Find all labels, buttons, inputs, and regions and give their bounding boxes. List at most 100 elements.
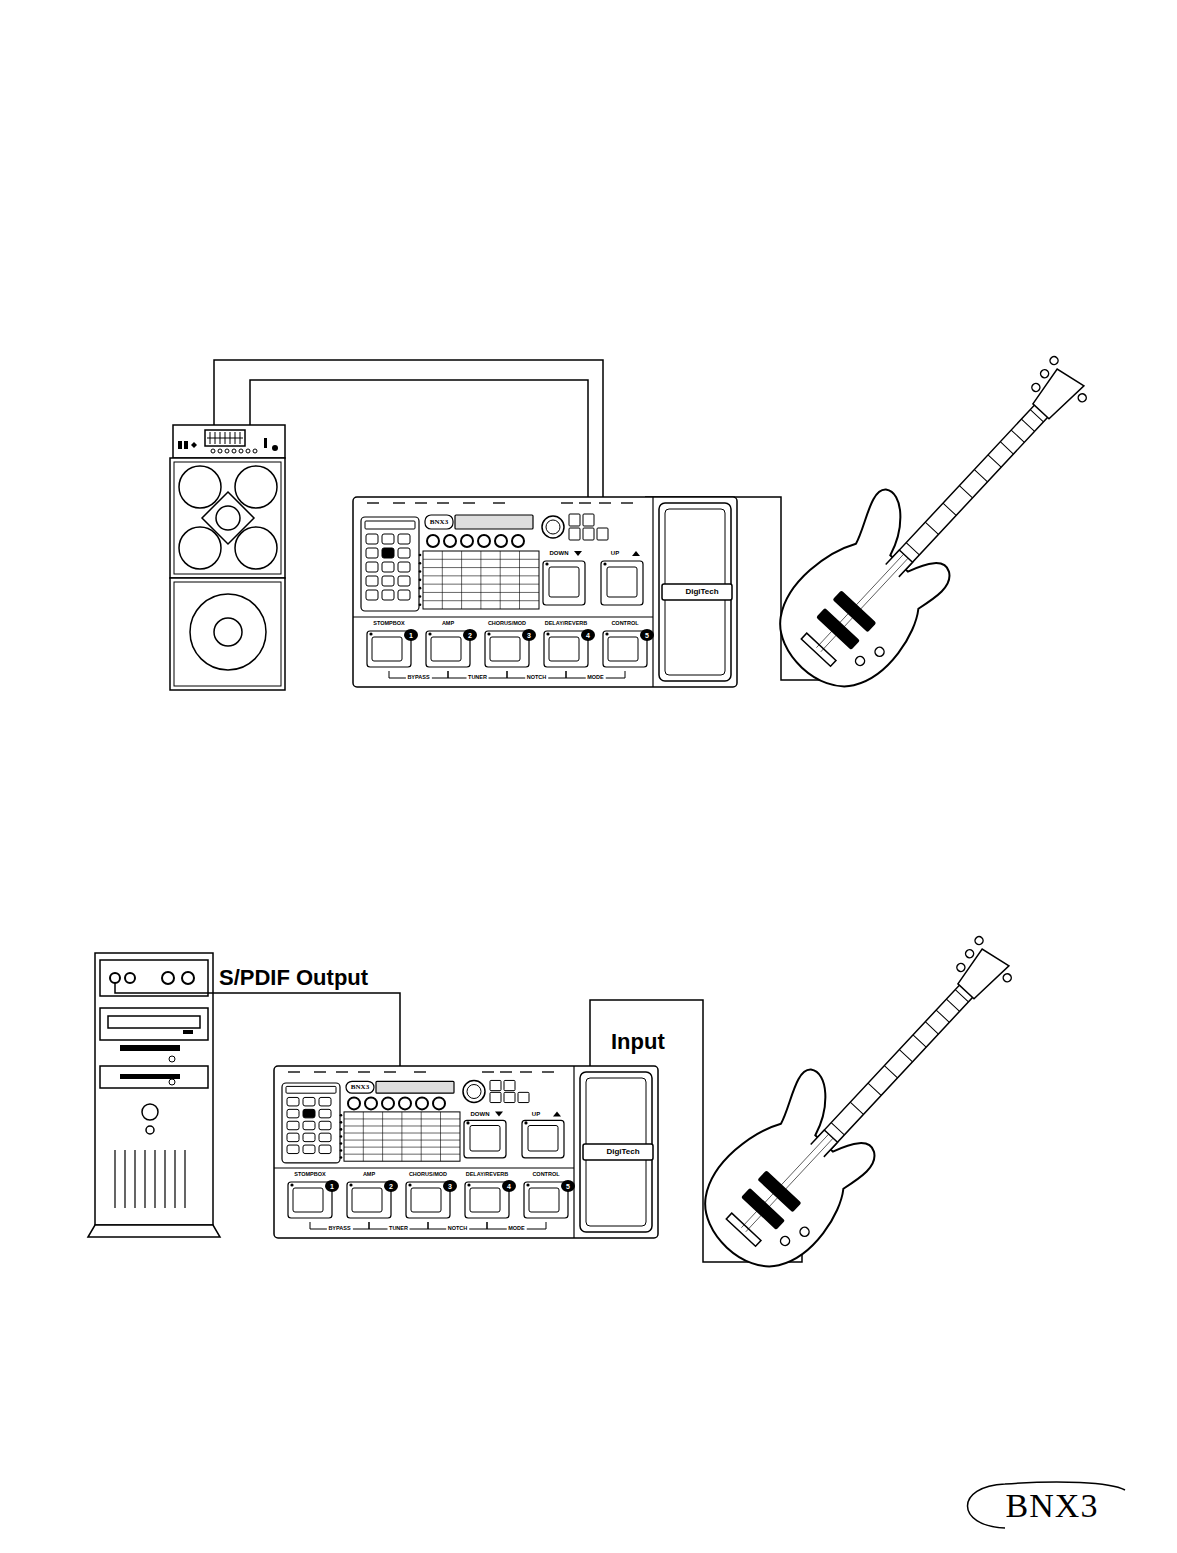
display [455,515,533,529]
panel-divider [573,1066,574,1238]
led [290,1183,293,1186]
bass-amp-stack [174,462,281,574]
computer-tower [125,973,135,983]
computer-tower [95,953,213,1225]
switch-name: UP [611,550,619,556]
top-print [579,502,591,504]
keypad-button [303,1133,315,1142]
parameter-matrix [344,1112,460,1161]
computer-tower [88,1225,220,1237]
led [605,632,608,635]
computer-tower [146,1126,154,1134]
cable [250,380,588,497]
knob [433,1097,445,1109]
keypad-button [303,1097,315,1106]
computer-tower [100,960,208,996]
keypad-button [398,534,410,544]
bracket-line [369,1222,370,1229]
button [490,1080,501,1090]
keypad-button [287,1097,299,1106]
keypad-button [319,1121,331,1130]
matrix-line [382,1112,383,1161]
bass-amp-stack [174,582,281,686]
led [349,1183,352,1186]
keypad-button [382,534,394,544]
led [419,595,422,598]
button [569,514,580,526]
switch-name: DOWN [471,1111,490,1117]
bass-amp-stack [235,466,277,508]
keypad-button [303,1109,315,1118]
led [526,1183,529,1186]
unit-housing [353,497,737,687]
keypad-button [382,590,394,600]
function-name: TUNER [466,674,489,682]
top-print [393,502,405,504]
button [583,514,594,526]
led [340,1149,343,1152]
keypad-button [398,548,410,558]
port-label: S/PDIF Output [217,966,370,990]
computer-tower [162,972,174,984]
number-badge [404,629,418,641]
effects-unit [274,1066,658,1238]
keypad-button [398,562,410,572]
computer-tower [108,1016,200,1028]
number-badge [561,1180,575,1192]
bass-amp-stack [170,458,285,578]
bracket-line [546,1222,547,1229]
function-name: TUNER [387,1225,410,1233]
bass-amp-stack [232,449,236,453]
led [340,1156,343,1159]
keypad-button [382,562,394,572]
top-print [384,1071,396,1073]
select-knob [546,520,560,534]
led [408,1183,411,1186]
bass-amp-stack [184,441,188,449]
unit-housing [274,1066,658,1238]
bass-amp-stack [214,618,242,646]
pedal-badge [583,1144,653,1160]
led [545,562,548,565]
switch-number: 2 [389,1183,393,1190]
keypad-button [366,534,378,544]
bracket-line [428,1222,429,1229]
led [419,587,422,590]
effects-unit [353,497,737,687]
computer-tower [100,1008,208,1040]
led [466,1121,469,1124]
bass-amp-stack [178,441,182,449]
top-print [542,1071,554,1073]
bracket-line [566,671,567,678]
knob [365,1097,377,1109]
keypad-header [286,1086,336,1093]
select-knob [463,1081,485,1103]
keypad-button [287,1109,299,1118]
function-name: BYPASS [326,1225,352,1233]
brand-logo: BNX3 [1006,1489,1099,1523]
panel-divider [652,497,653,687]
expression-pedal [659,503,731,681]
bass-guitar [680,911,1044,1289]
keypad-button [398,576,410,586]
brand-badge: DigiTech [606,1148,639,1156]
function-name: MODE [585,674,606,682]
footswitch [293,1188,323,1212]
top-print [367,502,379,504]
footswitch [522,1120,564,1157]
knob [461,535,473,547]
computer-tower [169,1056,175,1062]
led [419,570,422,573]
function-name: NOTCH [446,1225,470,1233]
switch-name: CHORUS/MOD [488,621,526,627]
top-print [599,502,611,504]
led [546,632,549,635]
unit-logo: BNX3 [430,519,448,526]
bracket-line [428,1222,429,1229]
led [340,1128,343,1131]
led [419,562,422,565]
footswitch [431,637,461,661]
bass-amp-stack [170,425,285,690]
bass-amp-stack [264,438,267,448]
